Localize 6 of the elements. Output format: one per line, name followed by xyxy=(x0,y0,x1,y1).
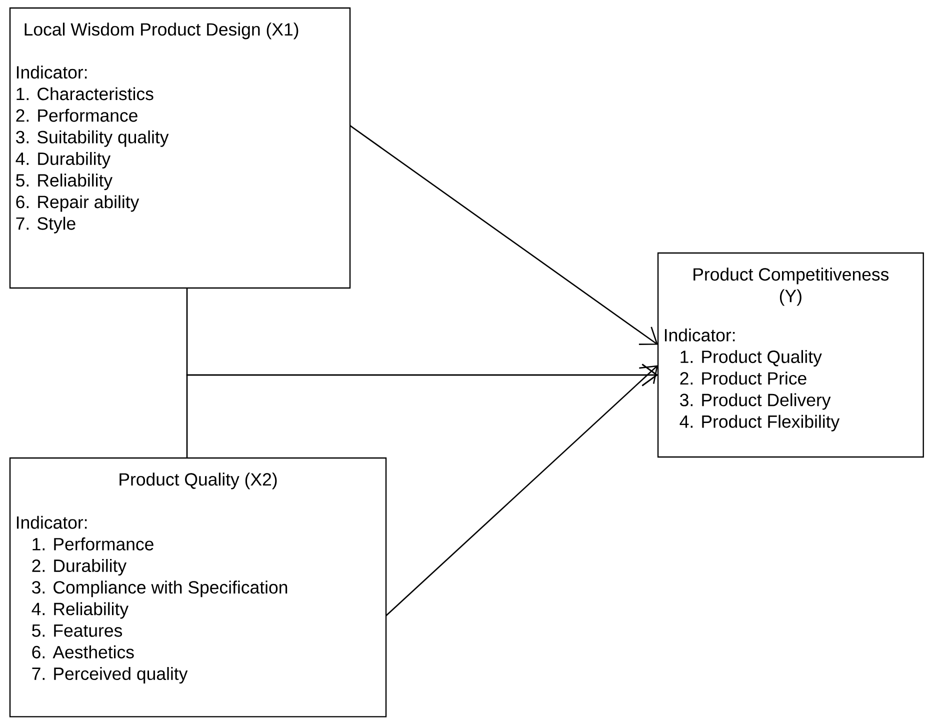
arrow xyxy=(350,125,658,345)
indicator-box: Product Quality (X2) Indicator: 1. Performance 2. Durability 3. Compliance with Specification 4. Reliability 5. Features 6. Aesthetics 7. Perceived quality xyxy=(9,457,387,718)
arrow xyxy=(186,364,658,458)
indicator-box: Local Wisdom Product Design (X1) Indicator: 1. Characteristics 2. Performance 3. Suitability quality 4. Durability 5. Reliability 6. Repair ability 7. Style xyxy=(9,7,351,289)
arrow xyxy=(386,365,658,616)
indicator-box: Product Competitiveness (Y) Indicator: 1. Product Quality 2. Product Price 3. Product Delivery 4. Product Flexibility xyxy=(657,252,924,458)
